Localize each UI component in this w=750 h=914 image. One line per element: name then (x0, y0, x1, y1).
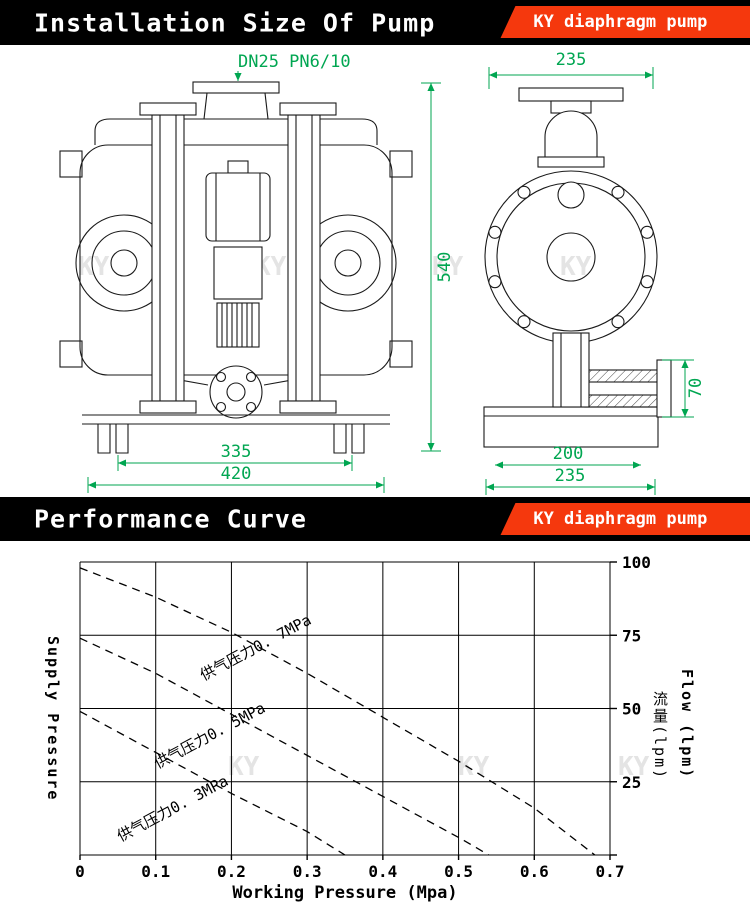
outlet-pipe-flange (656, 359, 672, 418)
header-performance: Performance Curve KY diaphragm pump (0, 497, 750, 541)
x-axis-title: Working Pressure (Mpa) (232, 883, 458, 903)
drawing-watermarks: KY KY KY KY (78, 252, 592, 282)
dimension-annotations: DN25 PN6/10 235 540 70 335 420 200 (87, 50, 706, 495)
x-tick-label: 0.2 (217, 862, 246, 881)
y-tick-label: 50 (622, 700, 641, 719)
dim-base-width-label: 200 (553, 444, 584, 464)
series-label: 供气压力0. 7MPa (197, 611, 314, 685)
y-tick-label: 25 (622, 773, 641, 792)
dim-overall-width-label: 420 (221, 464, 252, 484)
dim-base-overall-label: 235 (555, 466, 586, 486)
chart-grid (79, 561, 611, 856)
x-tick-label: 0 (75, 862, 85, 881)
header-installation: Installation Size Of Pump KY diaphragm p… (0, 0, 750, 45)
brand-badge-label: KY diaphragm pump (533, 509, 708, 529)
brand-badge-label: KY diaphragm pump (533, 12, 708, 32)
muffler (216, 302, 260, 348)
watermark: KY (560, 252, 592, 282)
section-title-installation: Installation Size Of Pump (34, 8, 436, 37)
pump-side-view (483, 87, 672, 448)
x-tick-label: 0.4 (368, 862, 397, 881)
base-plate (483, 406, 659, 448)
watermark: KY (78, 252, 110, 282)
dim-top-width-label: 235 (556, 50, 587, 70)
pump-front-view (59, 81, 413, 454)
dim-height-label: 540 (435, 252, 455, 283)
installation-drawing: KY KY KY KY (59, 50, 706, 495)
y-axis-label-right-en: Flow (lpm) (678, 669, 696, 780)
y-axis-label-right-cn: 流量(lpm) (651, 691, 669, 781)
x-tick-label: 0.6 (520, 862, 549, 881)
brand-badge: KY diaphragm pump (500, 503, 750, 535)
performance-chart: KY KY KY 0 0.1 0.2 0.3 0.4 0.5 0.6 0.7 25 50 75 100 供气压… (0, 541, 750, 914)
x-tick-label: 0.7 (596, 862, 625, 881)
series-curve (79, 567, 596, 856)
watermark: KY (432, 252, 464, 282)
outlet-flange (209, 365, 263, 419)
section-title-performance: Performance Curve (34, 504, 307, 534)
chart-ticks (79, 561, 617, 860)
y-tick-label: 75 (622, 626, 641, 645)
chart-canvas: KY KY KY 0 0.1 0.2 0.3 0.4 0.5 0.6 0.7 25 50 75 100 供气压… (75, 553, 651, 881)
series-curve (79, 637, 490, 856)
x-tick-label: 0.1 (141, 862, 170, 881)
y-tick-label: 100 (622, 553, 651, 572)
brand-badge: KY diaphragm pump (500, 6, 750, 38)
watermark: KY (228, 752, 260, 782)
watermark: KY (458, 752, 490, 782)
dim-inlet-label: DN25 PN6/10 (238, 52, 351, 72)
y-axis-label-left: Supply Pressure (44, 636, 62, 802)
dim-outlet-height-label: 70 (686, 378, 706, 398)
x-tick-label: 0.3 (293, 862, 322, 881)
series-curve (79, 710, 346, 856)
x-tick-label: 0.5 (444, 862, 473, 881)
watermark: KY (618, 752, 650, 782)
dim-bolt-span-label: 335 (221, 442, 252, 462)
series-label: 供气压力0. 3MPa (114, 772, 231, 846)
